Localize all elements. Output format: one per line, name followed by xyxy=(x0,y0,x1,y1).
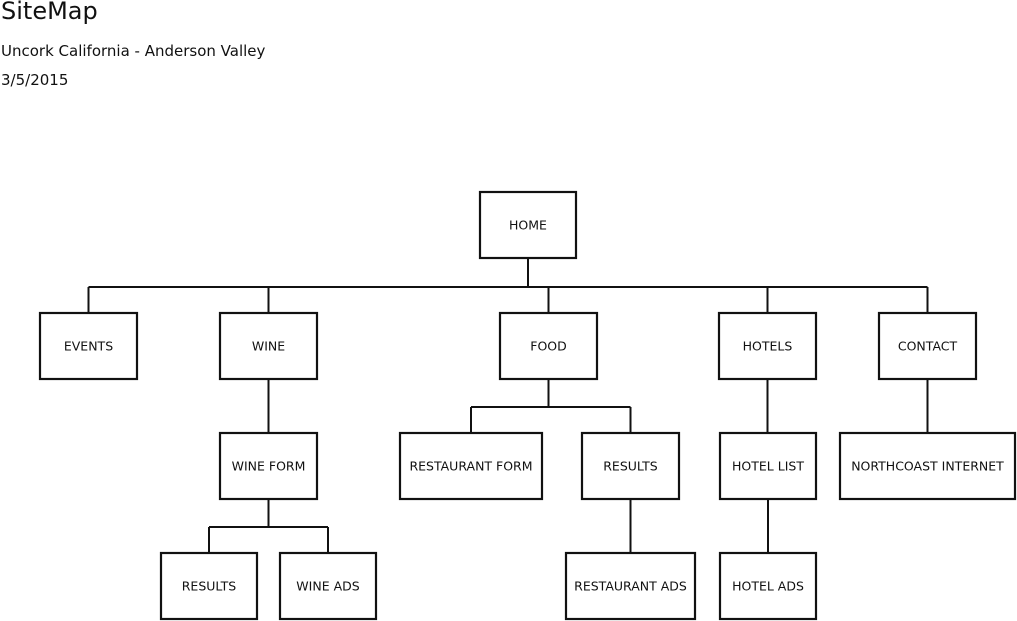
node-box-hotel-ads xyxy=(718,551,818,621)
node-food: FOOD xyxy=(498,311,599,381)
node-hotels: HOTELS xyxy=(717,311,818,381)
node-label-home: HOME xyxy=(509,218,547,233)
node-label-food: FOOD xyxy=(530,339,567,354)
page-subtitle: Uncork California - Anderson Valley xyxy=(1,42,266,60)
node-box-food xyxy=(498,311,599,381)
node-box-contact xyxy=(877,311,978,381)
node-contact: CONTACT xyxy=(877,311,978,381)
page-date: 3/5/2015 xyxy=(1,71,69,89)
node-label-food-results: RESULTS xyxy=(603,459,658,474)
node-box-events xyxy=(38,311,139,381)
node-label-hotels: HOTELS xyxy=(743,339,793,354)
node-label-wine: WINE xyxy=(252,339,285,354)
node-home: HOME xyxy=(478,190,578,260)
node-restaurant-form: RESTAURANT FORM xyxy=(398,431,544,501)
node-label-wine-form: WINE FORM xyxy=(232,459,306,474)
node-box-restaurant-ads xyxy=(564,551,697,621)
node-box-home xyxy=(478,190,578,260)
node-hotel-list: HOTEL LIST xyxy=(718,431,818,501)
node-box-food-results xyxy=(580,431,681,501)
node-wine-results: RESULTS xyxy=(159,551,259,621)
node-box-northcoast-internet xyxy=(838,431,1017,501)
node-label-wine-ads: WINE ADS xyxy=(296,579,359,594)
node-hotel-ads: HOTEL ADS xyxy=(718,551,818,621)
node-box-hotel-list xyxy=(718,431,818,501)
node-events: EVENTS xyxy=(38,311,139,381)
node-box-wine xyxy=(218,311,319,381)
node-label-restaurant-ads: RESTAURANT ADS xyxy=(574,579,687,594)
node-label-contact: CONTACT xyxy=(898,339,958,354)
page-title: SiteMap xyxy=(1,0,98,25)
connector-lines xyxy=(87,258,929,553)
node-box-wine-ads xyxy=(278,551,378,621)
node-box-wine-form xyxy=(218,431,319,501)
connector-wine-form xyxy=(208,499,329,553)
node-food-results: RESULTS xyxy=(580,431,681,501)
node-label-northcoast-internet: NORTHCOAST INTERNET xyxy=(851,459,1004,474)
node-box-hotels xyxy=(717,311,818,381)
node-label-hotel-ads: HOTEL ADS xyxy=(732,579,804,594)
node-label-restaurant-form: RESTAURANT FORM xyxy=(409,459,532,474)
node-restaurant-ads: RESTAURANT ADS xyxy=(564,551,697,621)
connector-food xyxy=(470,379,632,433)
node-label-hotel-list: HOTEL LIST xyxy=(732,459,804,474)
node-box-wine-results xyxy=(159,551,259,621)
node-label-events: EVENTS xyxy=(64,339,113,354)
node-wine-form: WINE FORM xyxy=(218,431,319,501)
node-label-wine-results: RESULTS xyxy=(182,579,237,594)
node-box-restaurant-form xyxy=(398,431,544,501)
node-wine-ads: WINE ADS xyxy=(278,551,378,621)
node-northcoast-internet: NORTHCOAST INTERNET xyxy=(838,431,1017,501)
connector-home xyxy=(87,258,929,313)
node-wine: WINE xyxy=(218,311,319,381)
